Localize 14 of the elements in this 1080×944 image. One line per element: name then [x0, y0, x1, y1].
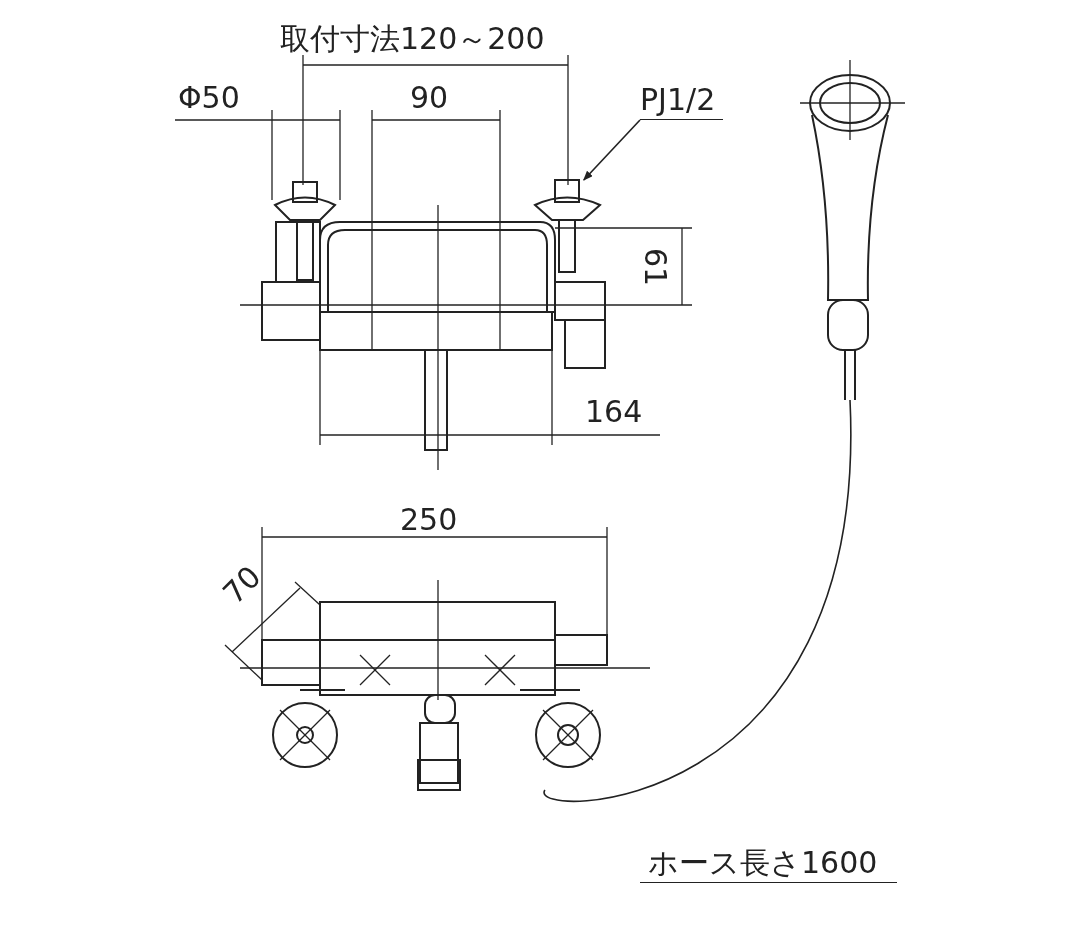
thread-size-text: PJ1/2: [640, 85, 724, 120]
dimension-text: 90: [410, 83, 449, 113]
dimension-text: 取付寸法120～200: [280, 24, 545, 54]
faucet-drawing: [261, 601, 608, 791]
dimension-text: Φ50: [178, 83, 240, 113]
leader-line: [582, 119, 641, 181]
dimension-text: 70: [218, 561, 267, 610]
note-text: ホース長さ1600: [640, 848, 898, 883]
shower-head-drawing: [809, 74, 891, 401]
hose-line: [544, 399, 851, 802]
fitting-nut: [534, 179, 601, 273]
dimension-text: 250: [400, 505, 458, 535]
dimension-text: 61: [640, 248, 670, 287]
dimension-text: 164: [585, 397, 643, 427]
